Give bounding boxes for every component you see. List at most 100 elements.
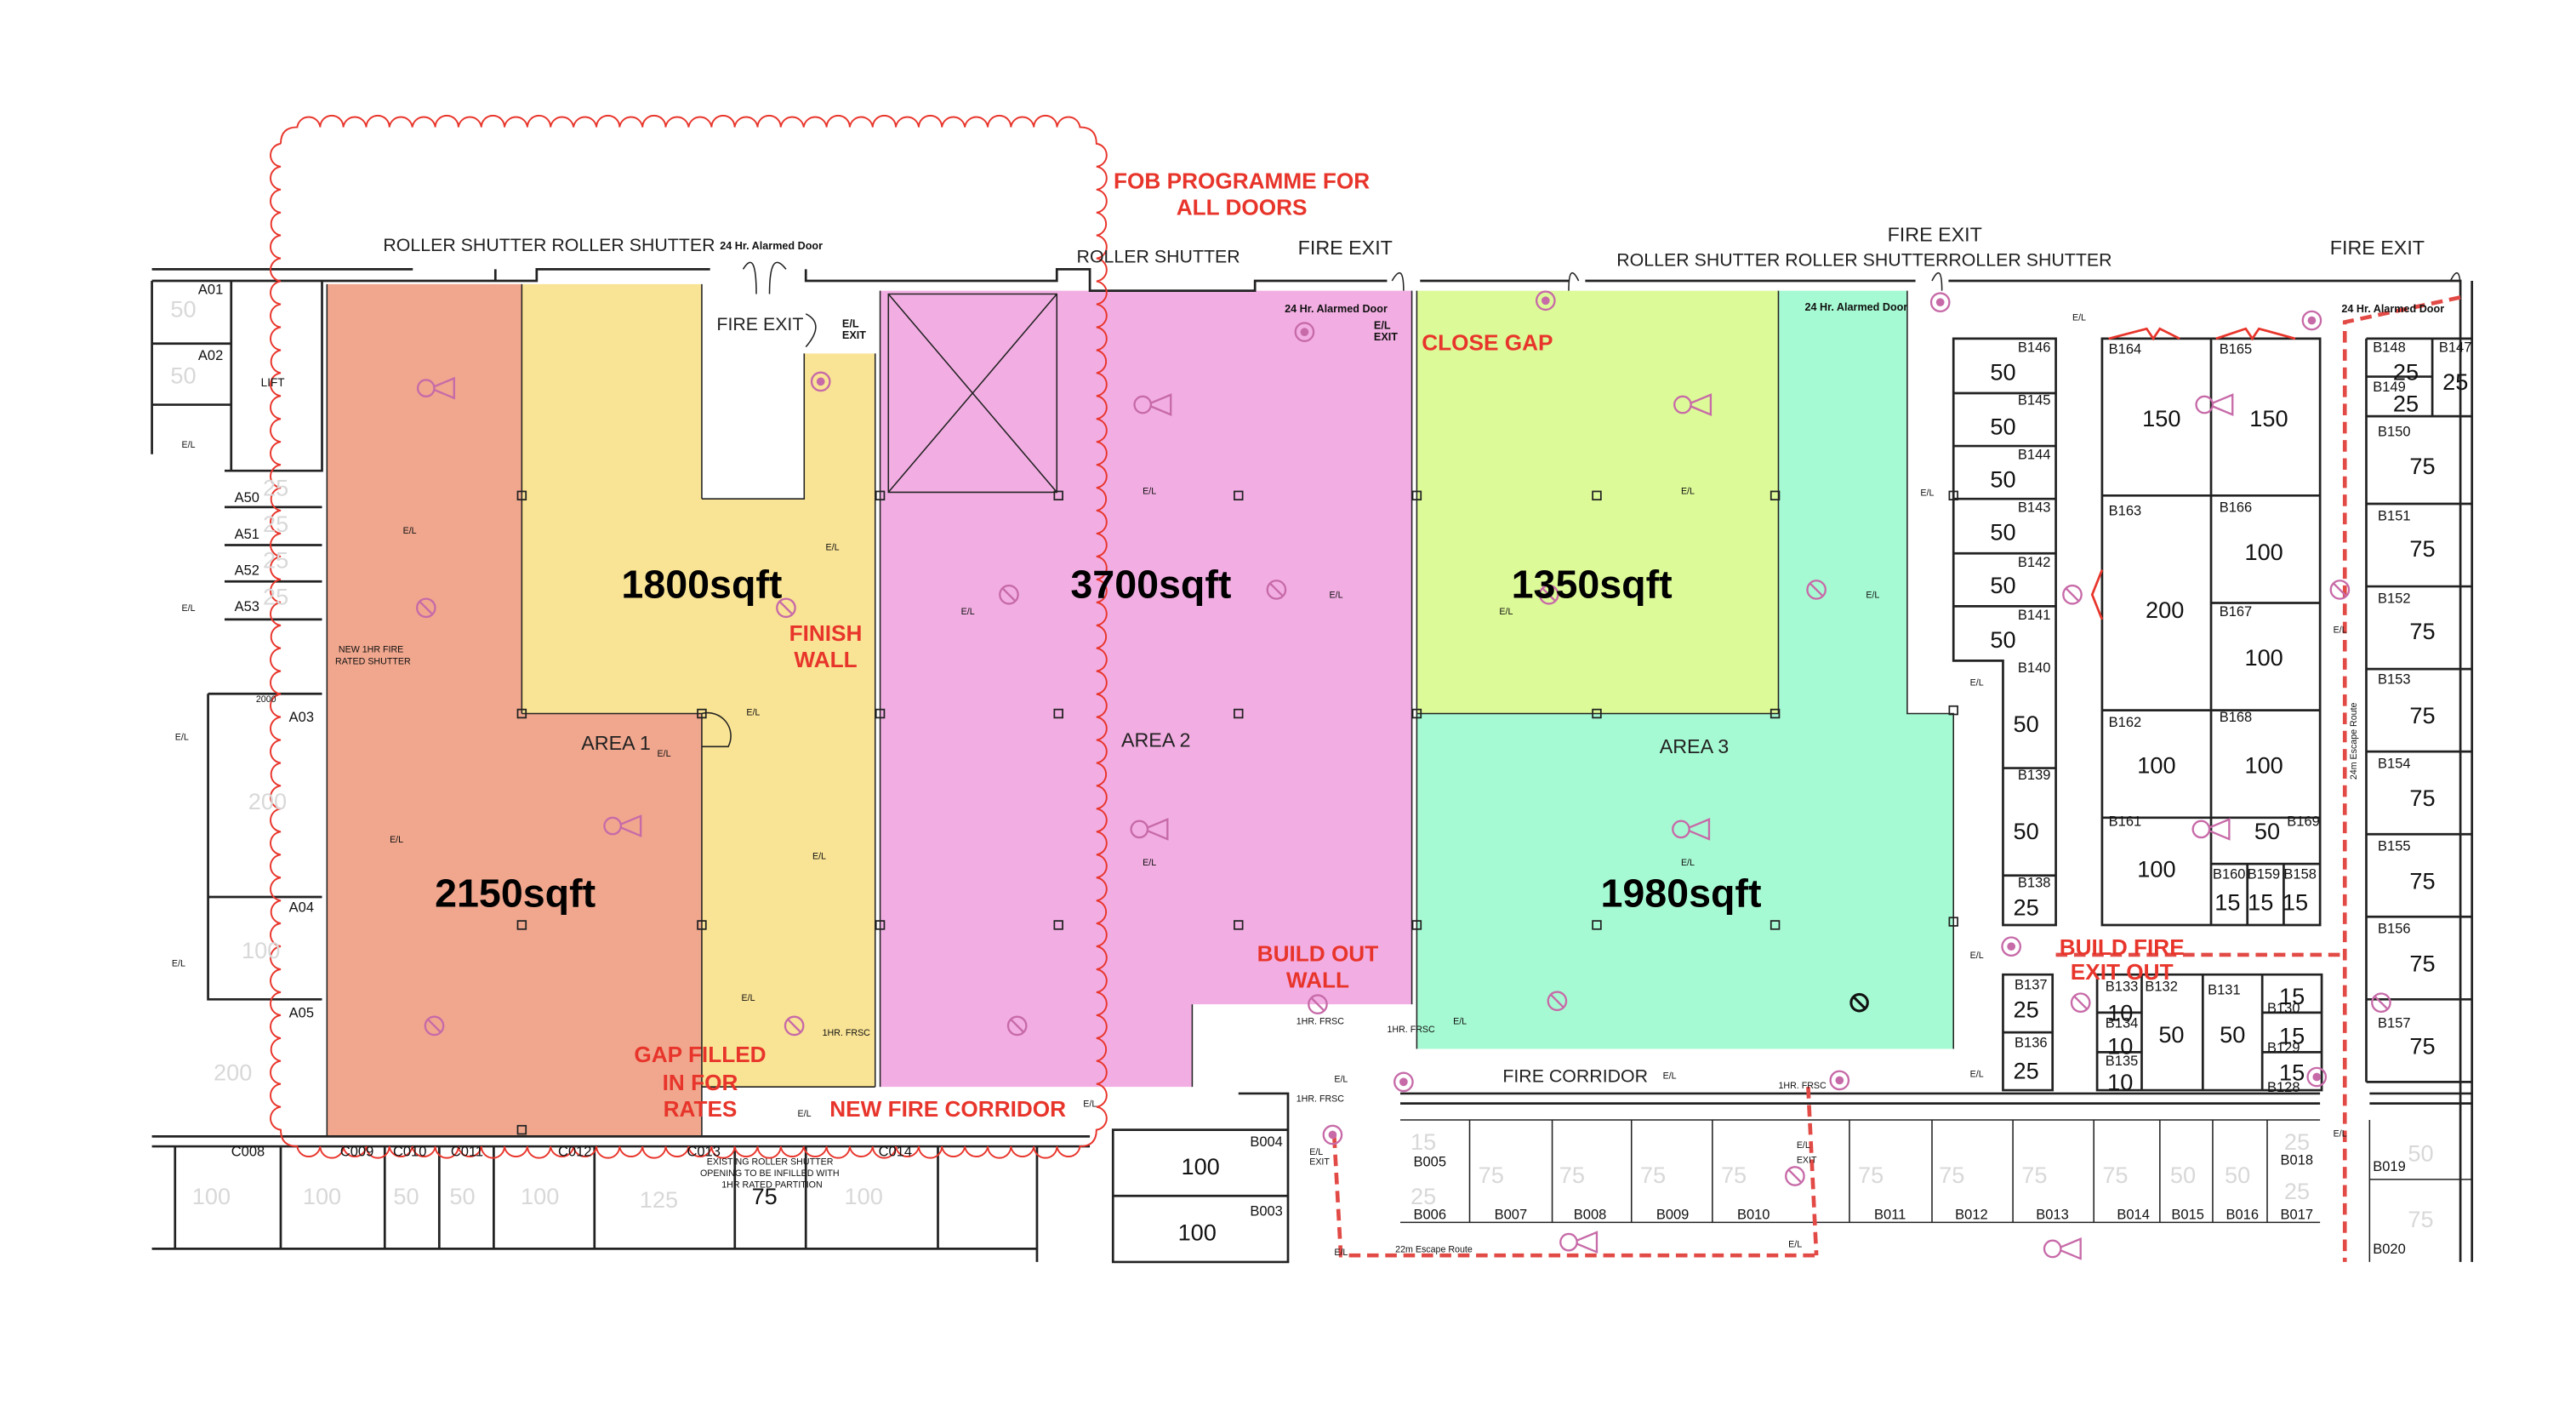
el-label: E/L bbox=[1453, 1016, 1467, 1026]
unit-size: 50 bbox=[2408, 1140, 2433, 1167]
no-entry-icon bbox=[1547, 991, 1568, 1012]
area-3-main-zone[interactable] bbox=[1416, 290, 1954, 1049]
unit-id: B019 bbox=[2373, 1159, 2406, 1174]
el-label: E/L bbox=[2334, 625, 2347, 635]
unit-unlabelled[interactable]: 75 bbox=[752, 1183, 778, 1209]
area-2-zone[interactable] bbox=[880, 290, 1412, 1088]
unit-size: 50 bbox=[2014, 818, 2039, 844]
unit-id: B003 bbox=[1250, 1204, 1283, 1220]
area-3-sub-zone[interactable] bbox=[1416, 290, 1779, 714]
el-label: E/L bbox=[1083, 1099, 1097, 1109]
unit-size: 75 bbox=[2021, 1162, 2047, 1188]
frsc-label: 1HR. FRSC bbox=[1297, 1094, 1345, 1105]
unit-id: B144 bbox=[2018, 448, 2051, 463]
area-1-main-zone[interactable] bbox=[327, 283, 702, 1137]
unit-id: C010 bbox=[393, 1145, 426, 1160]
area-1-sub-zone[interactable] bbox=[521, 283, 875, 1088]
unit-id: B008 bbox=[1574, 1207, 1607, 1222]
unit-id: B016 bbox=[2226, 1207, 2259, 1222]
fire-safety-symbols bbox=[415, 290, 2391, 1260]
el-label: E/L bbox=[658, 749, 671, 759]
sounder-icon bbox=[1673, 393, 1713, 416]
unit-size: 150 bbox=[2249, 405, 2288, 431]
